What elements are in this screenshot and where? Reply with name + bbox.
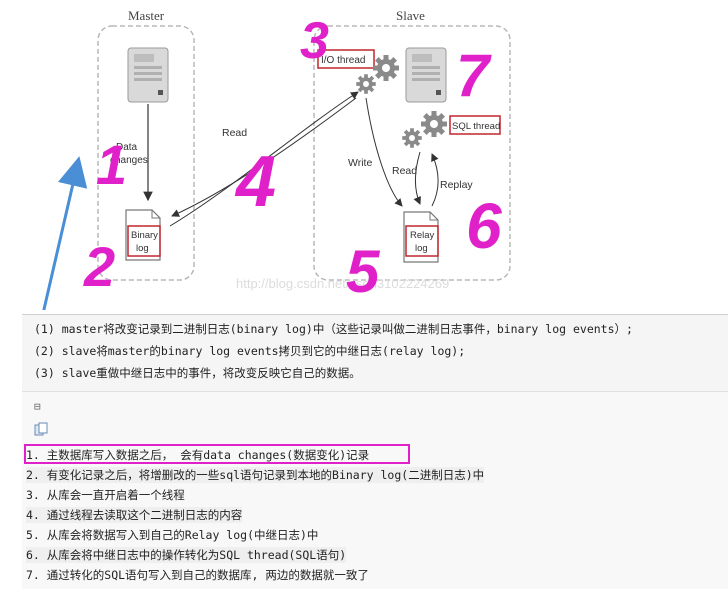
annotation-3: 3 — [300, 12, 329, 70]
binary-log-label-1: Binary — [131, 230, 158, 241]
blue-pointer-arrow — [42, 156, 88, 310]
master-box — [97, 25, 195, 281]
note-line-1: (1) master将改变记录到二进制日志(binary log)中（这些记录叫… — [34, 322, 633, 336]
write-label: Write — [348, 157, 372, 169]
master-server-icon — [127, 47, 169, 103]
copy-icon[interactable] — [34, 422, 48, 439]
replay-label: Replay — [440, 179, 473, 191]
code-block: ⊟ 1. 主数据库写入数据之后， 会有data changes(数据变化)记录 … — [22, 392, 728, 589]
annotation-5: 5 — [346, 238, 381, 305]
io-thread-label: I/O thread — [321, 55, 365, 66]
replication-diagram: Master Slave Data changes Binary log I/O… — [42, 8, 511, 310]
sql-gear-icon-1 — [421, 111, 447, 137]
step-7: 7. 通过转化的SQL语句写入到自己的数据库, 两边的数据就一致了 — [26, 568, 369, 582]
annotation-4: 4 — [234, 142, 276, 222]
slave-box — [313, 25, 511, 281]
slave-server-icon — [405, 47, 447, 103]
step-1: 1. 主数据库写入数据之后， 会有data changes(数据变化)记录 — [26, 448, 370, 462]
notes-panel: (1) master将改变记录到二进制日志(binary log)中（这些记录叫… — [22, 314, 728, 392]
sql-gear-icon-2 — [402, 128, 422, 148]
slave-label: Slave — [396, 8, 425, 23]
note-line-2: (2) slave将master的binary log events拷贝到它的中… — [34, 344, 466, 358]
master-label: Master — [128, 8, 165, 23]
annotation-1: 1 — [96, 133, 127, 196]
step-5: 5. 从库会将数据写入到自己的Relay log(中继日志)中 — [26, 528, 319, 542]
sql-thread-label: SQL thread — [452, 121, 500, 132]
data-changes-label-2: changes — [110, 155, 148, 166]
annotation-7: 7 — [456, 42, 492, 109]
step-4: 4. 通过线程去读取这个二进制日志的内容 — [26, 507, 243, 523]
io-gear-icon-2 — [356, 74, 376, 94]
step-2: 2. 有变化记录之后，将增删改的一些sql语句记录到本地的Binary log(… — [26, 467, 485, 483]
read-label-right: Read — [392, 165, 417, 177]
annotation-2: 2 — [83, 235, 115, 298]
watermark: http://blog.csdn.net/csdn3102224269 — [236, 276, 449, 291]
relay-log-label-2: log — [415, 243, 428, 254]
step-3: 3. 从库会一直开启着一个线程 — [26, 488, 185, 502]
step-6: 6. 从库会将中继日志中的操作转化为SQL thread(SQL语句) — [26, 547, 347, 563]
step-1-highlight-box — [24, 444, 410, 464]
annotation-6: 6 — [466, 190, 502, 262]
read-label-left: Read — [222, 127, 247, 139]
collapse-icon[interactable]: ⊟ — [34, 400, 41, 413]
data-changes-label-1: Data — [116, 142, 138, 153]
io-gear-icon-1 — [373, 55, 399, 81]
binary-log-label-2: log — [136, 243, 149, 254]
relay-log-label-1: Relay — [410, 230, 435, 241]
note-line-3: (3) slave重做中继日志中的事件，将改变反映它自己的数据。 — [34, 366, 361, 380]
